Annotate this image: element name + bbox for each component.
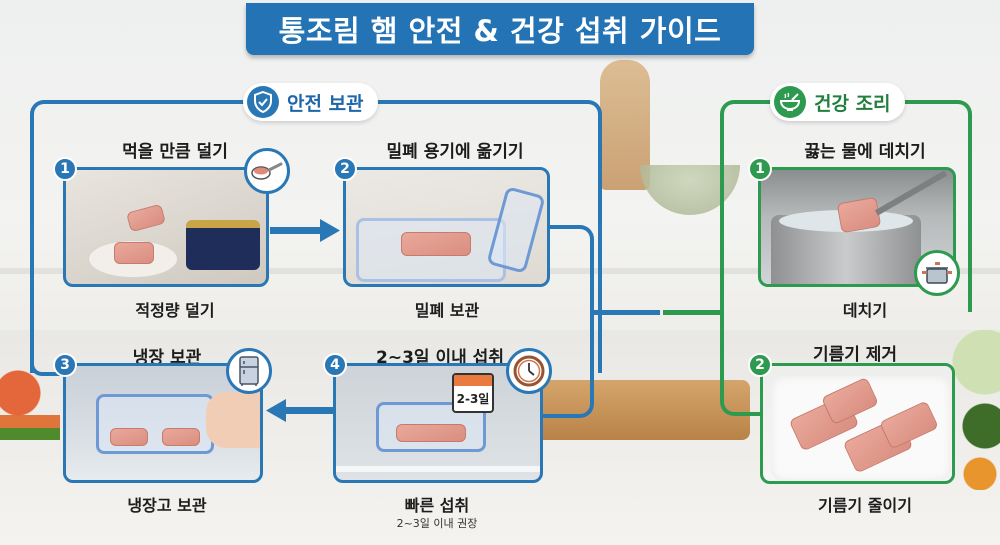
clock-icon bbox=[513, 355, 545, 387]
step-2-caption: 밀폐 보관 bbox=[414, 301, 480, 320]
healthy-cooking-header: 건강 조리 bbox=[770, 83, 905, 121]
shield-check-icon bbox=[247, 86, 279, 118]
step-2-title: 밀폐 용기에 옮기기 bbox=[386, 142, 524, 162]
clock-icon-badge bbox=[506, 348, 552, 394]
step-2-number: 2 bbox=[333, 157, 357, 181]
cook-step-2-number: 2 bbox=[748, 353, 772, 377]
cook-step-1-number: 1 bbox=[748, 157, 772, 181]
safe-storage-header: 안전 보관 bbox=[243, 83, 378, 121]
hand bbox=[206, 392, 260, 448]
background-vegetables-right bbox=[950, 330, 1000, 490]
ham-slice bbox=[162, 428, 200, 446]
cook-step-1-photo bbox=[758, 167, 956, 287]
ham-slice bbox=[114, 242, 154, 264]
step-1-caption: 적정량 덜기 bbox=[135, 301, 215, 320]
cook-step-2-title: 기름기 제거 bbox=[812, 345, 898, 365]
ham-slice bbox=[126, 203, 166, 233]
calendar-header bbox=[454, 375, 492, 386]
page-title: 통조림 햄 안전 & 건강 섭취 가이드 bbox=[278, 14, 722, 48]
background-vegetables-left bbox=[0, 360, 60, 470]
connector-center-green bbox=[663, 310, 721, 315]
refrigerator-icon bbox=[239, 356, 259, 386]
healthy-cooking-frame-lower bbox=[720, 312, 760, 416]
connector-step2-to-center bbox=[548, 225, 594, 312]
step-1-title: 먹을 만큼 덜기 bbox=[122, 142, 228, 162]
step-4-photo bbox=[333, 363, 543, 483]
step-2-photo bbox=[343, 167, 550, 287]
step-3-number: 3 bbox=[53, 353, 77, 377]
measuring-scoop-icon-badge bbox=[244, 148, 290, 194]
cook-step-1-title: 끓는 물에 데치기 bbox=[804, 142, 926, 162]
cook-step-2-photo bbox=[760, 363, 955, 484]
title-banner: 통조림 햄 안전 & 건강 섭취 가이드 bbox=[246, 3, 754, 55]
background-wooden-board bbox=[520, 380, 750, 440]
connector-center-to-step4 bbox=[543, 312, 594, 418]
container-lid bbox=[486, 186, 546, 274]
ham-slice bbox=[401, 232, 471, 256]
step-4-caption: 빠른 섭취 bbox=[404, 496, 470, 515]
cook-step-2-caption: 기름기 줄이기 bbox=[818, 496, 912, 515]
ham-can bbox=[186, 220, 260, 270]
ham-slice bbox=[110, 428, 148, 446]
connector-center-blue bbox=[594, 310, 660, 315]
refrigerator-icon-badge bbox=[226, 348, 272, 394]
cook-step-1-caption: 데치기 bbox=[842, 301, 888, 320]
safe-storage-label: 안전 보관 bbox=[287, 92, 364, 115]
arrow-left-icon bbox=[266, 399, 334, 422]
healthy-cooking-label: 건강 조리 bbox=[814, 92, 891, 115]
arrow-right-icon bbox=[270, 219, 340, 242]
step-3-caption: 냉장고 보관 bbox=[127, 496, 207, 515]
pot-icon bbox=[922, 262, 952, 284]
pot-icon-badge bbox=[914, 250, 960, 296]
tongs bbox=[874, 170, 948, 216]
safe-storage-frame-left-lower bbox=[30, 360, 70, 376]
calendar-label: 2-3일 bbox=[456, 392, 490, 406]
calendar-icon: 2-3일 bbox=[452, 373, 494, 413]
ham-slice bbox=[396, 424, 466, 442]
bowl-icon bbox=[774, 86, 806, 118]
measuring-scoop-icon bbox=[251, 162, 283, 180]
step-4-subcaption: 2~3일 이내 권장 bbox=[396, 517, 478, 530]
shelf bbox=[336, 466, 540, 472]
step-4-number: 4 bbox=[323, 353, 347, 377]
step-1-photo bbox=[63, 167, 269, 287]
step-1-number: 1 bbox=[53, 157, 77, 181]
